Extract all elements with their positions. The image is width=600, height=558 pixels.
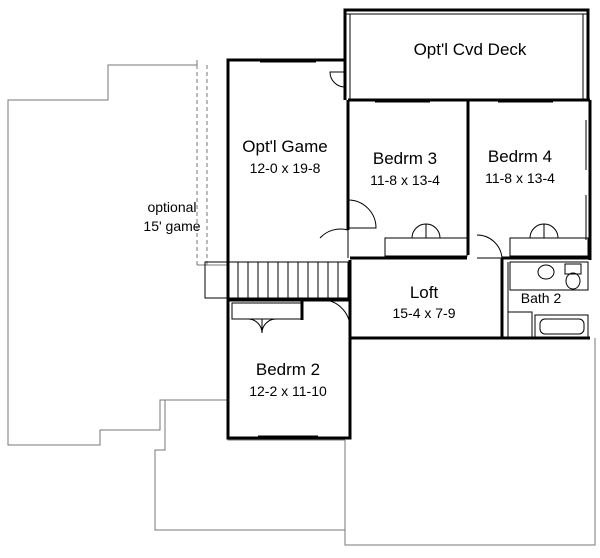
doors bbox=[247, 71, 559, 334]
optional-game-size: 15' game bbox=[143, 218, 200, 234]
bedrm2-label: Bedrm 2 bbox=[256, 360, 320, 379]
game-room-label: Opt'l Game bbox=[242, 137, 327, 156]
windows bbox=[258, 61, 587, 437]
loft-dims: 15-4 x 7-9 bbox=[392, 305, 455, 321]
bedrm3-label: Bedrm 3 bbox=[373, 149, 437, 168]
deck-outline bbox=[343, 8, 590, 100]
walls bbox=[204, 58, 592, 440]
optional-game-label: optional bbox=[147, 199, 196, 215]
stair-treads bbox=[237, 262, 339, 298]
bedrm3-dims: 11-8 x 13-4 bbox=[370, 172, 440, 188]
bedrm4-label: Bedrm 4 bbox=[488, 147, 552, 166]
bedrm2-dims: 12-2 x 11-10 bbox=[249, 383, 327, 399]
bath2-label: Bath 2 bbox=[521, 290, 562, 306]
game-room-dims: 12-0 x 19-8 bbox=[250, 160, 321, 176]
bedrm4-dims: 11-8 x 13-4 bbox=[485, 170, 555, 186]
deck-label: Opt'l Cvd Deck bbox=[414, 40, 527, 59]
loft-label: Loft bbox=[410, 283, 439, 302]
